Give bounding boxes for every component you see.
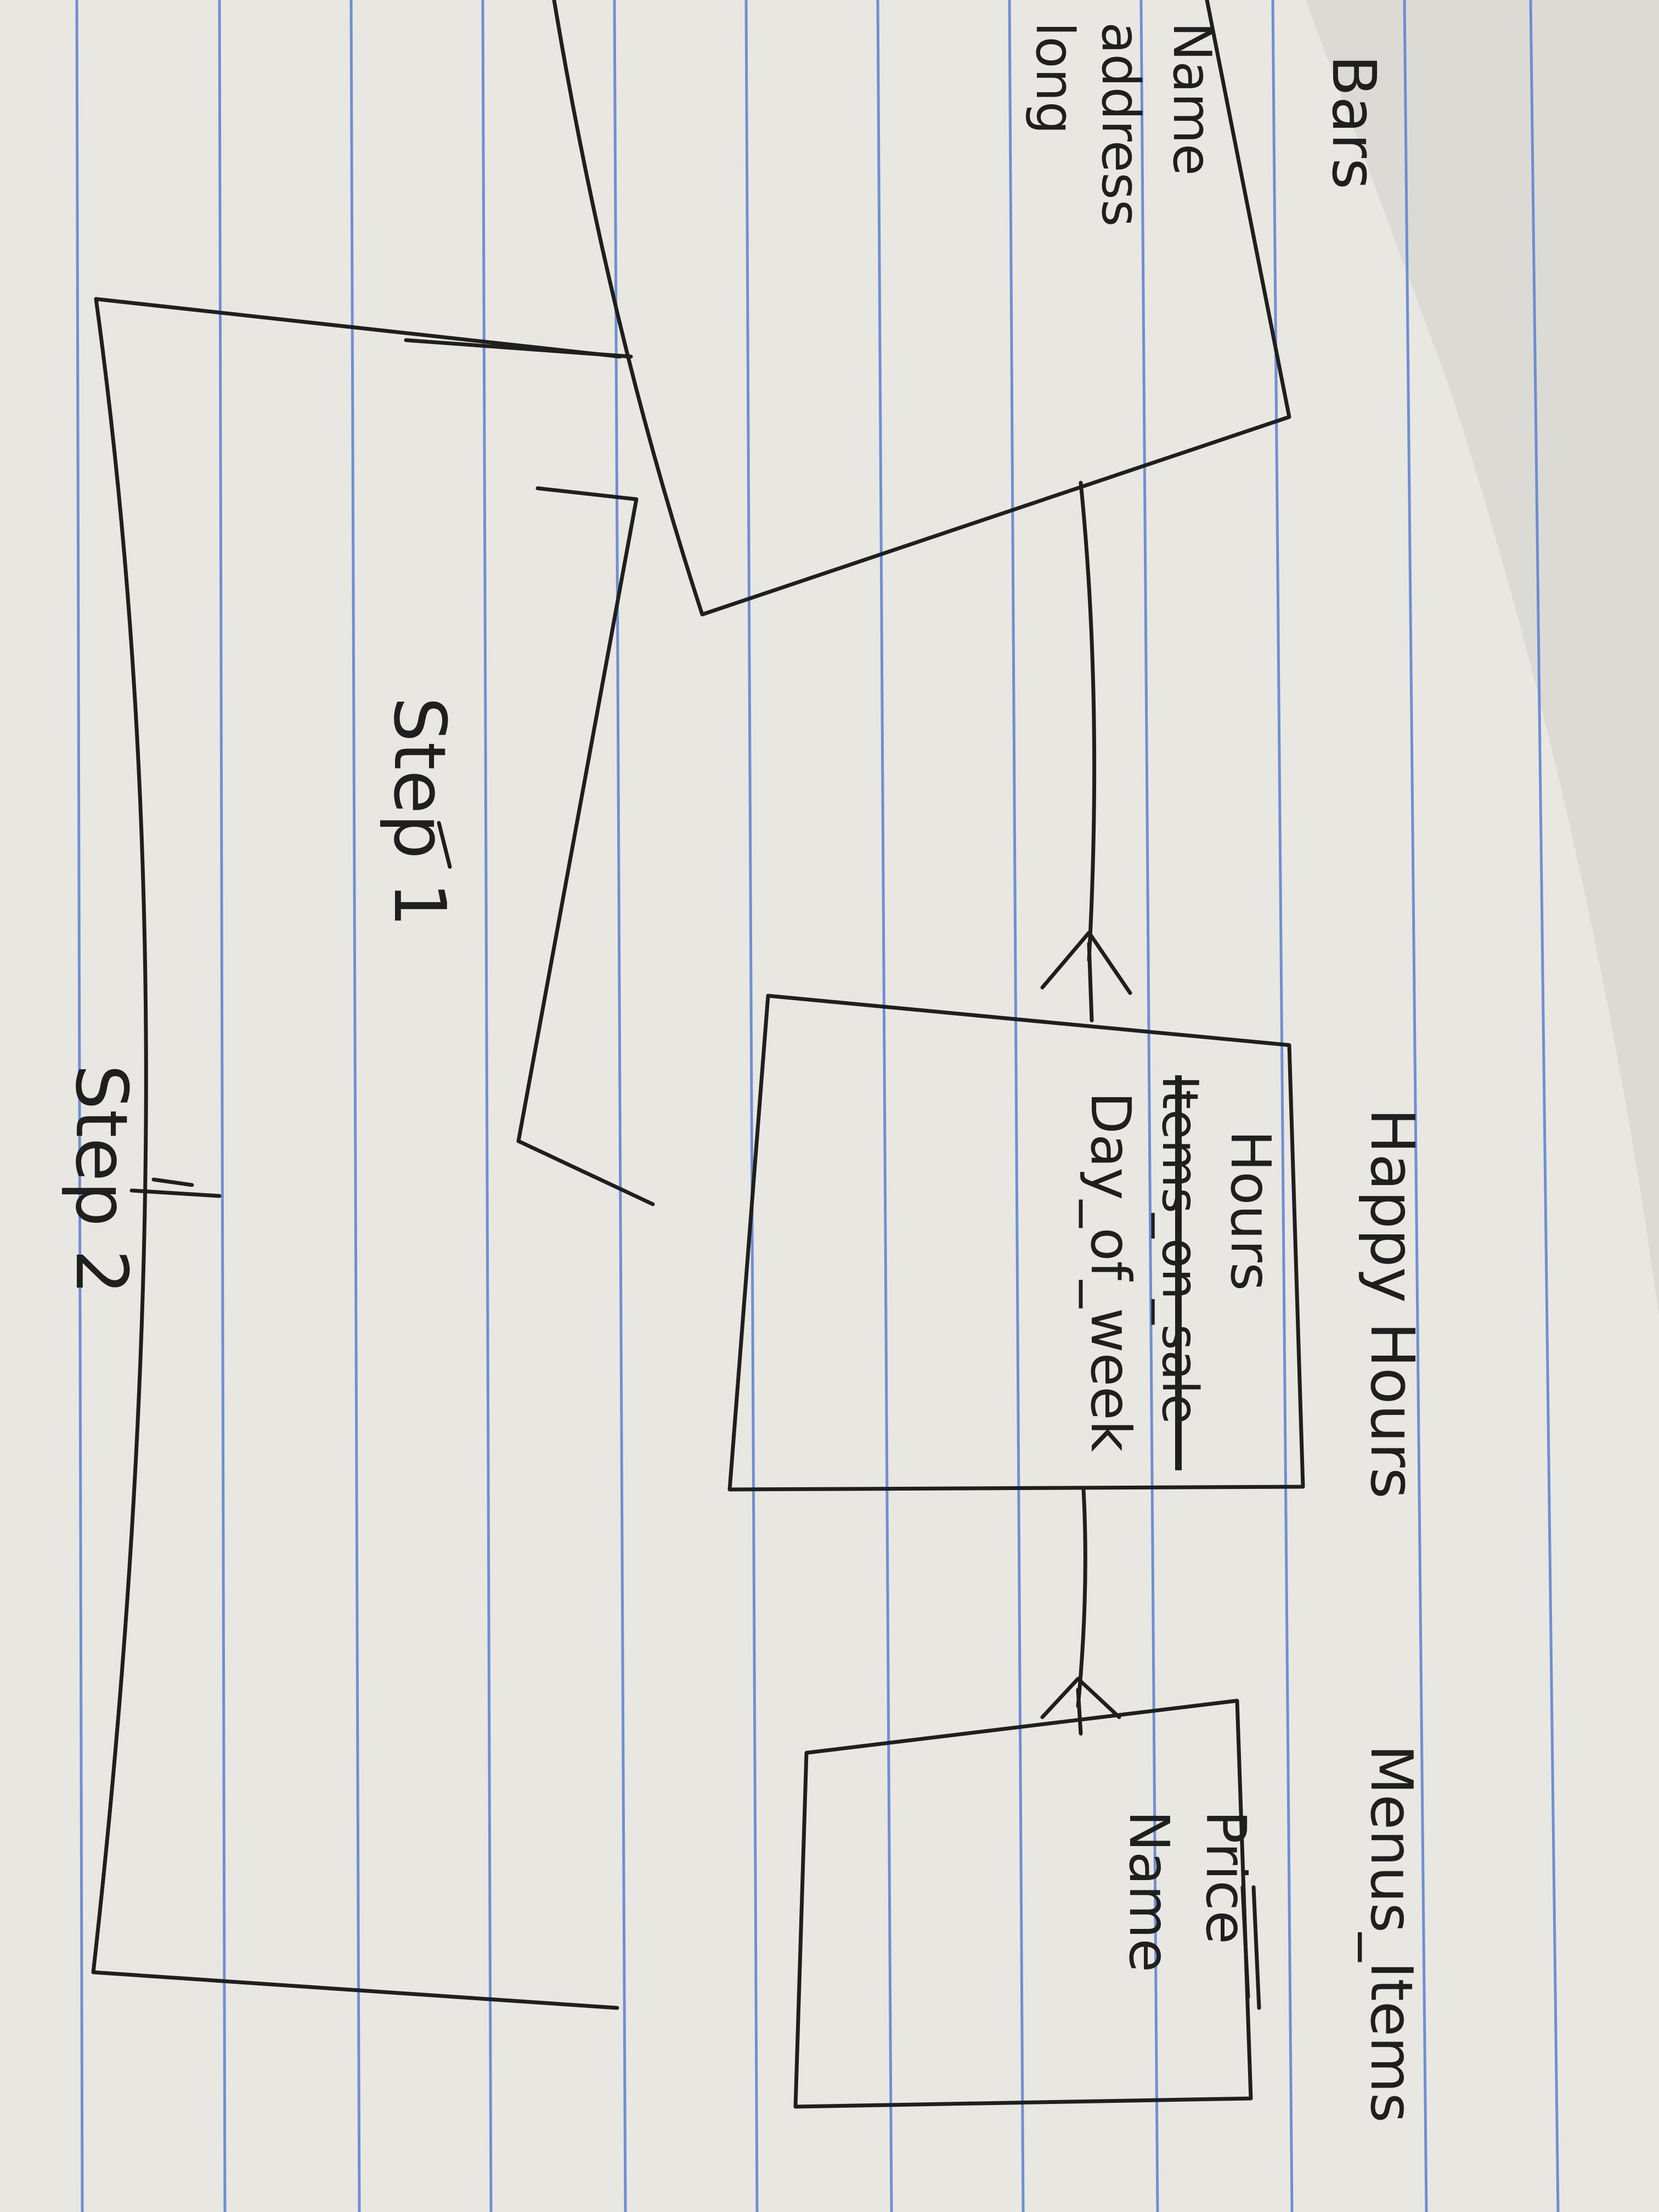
bars-attr-name: Name xyxy=(1161,22,1222,176)
step-tick-marks xyxy=(129,821,452,1198)
ink-strokes xyxy=(91,0,1305,2109)
ruled-lines xyxy=(75,0,1560,2212)
menu-items-title: Menus_Items xyxy=(1358,1745,1425,2123)
relation-happyhours-menuitems xyxy=(1040,1487,1121,1736)
bars-attr-address: address xyxy=(1090,22,1150,227)
happy-hours-attr-day-of-week: Day_of_week xyxy=(1079,1092,1143,1452)
menu-items-attr-name: Name xyxy=(1117,1810,1181,1972)
happy-hours-attr-hours: Hours xyxy=(1218,1130,1283,1291)
bars-title: Bars xyxy=(1319,55,1389,189)
happy-hours-title: Happy Hours xyxy=(1357,1108,1427,1499)
happy-hours-entity-box xyxy=(727,994,1305,1492)
paper-shadow xyxy=(1306,0,1659,1317)
title-underline xyxy=(1240,1885,1261,2010)
step2-label: Step 2 xyxy=(60,1064,143,1295)
step1-group-bracket xyxy=(94,297,655,1206)
bars-entity-box xyxy=(552,0,1291,617)
bars-attr-long: long xyxy=(1024,22,1085,134)
step1-label: Step 1 xyxy=(378,697,461,927)
menu-items-entity-box xyxy=(793,1699,1253,2109)
menu-items-attr-price: Price xyxy=(1194,1810,1258,1944)
relation-bars-happyhours xyxy=(1040,481,1132,1023)
step2-group-bracket xyxy=(91,297,619,2010)
